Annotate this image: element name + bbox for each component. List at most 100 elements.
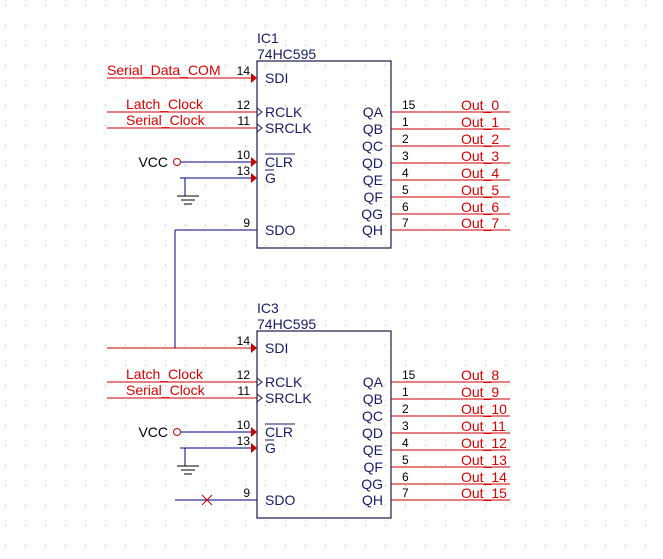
- grid-dot: [605, 145, 606, 146]
- pin-number: 15: [402, 368, 416, 382]
- grid-dot: [325, 85, 326, 86]
- grid-dot: [285, 365, 286, 366]
- grid-dot: [385, 25, 386, 26]
- grid-dot: [525, 225, 526, 226]
- input-arrow: [251, 343, 257, 353]
- grid-dot: [365, 425, 366, 426]
- grid-dot: [445, 305, 446, 306]
- grid-dot: [565, 145, 566, 146]
- grid-dot: [185, 365, 186, 366]
- grid-dot: [525, 165, 526, 166]
- grid-dot: [5, 465, 6, 466]
- grid-dot: [605, 225, 606, 226]
- grid-dot: [65, 265, 66, 266]
- grid-dot: [125, 25, 126, 26]
- grid-dot: [585, 265, 586, 266]
- vcc-label: VCC: [138, 424, 168, 440]
- grid-dot: [485, 345, 486, 346]
- grid-dot: [525, 65, 526, 66]
- grid-dot: [65, 425, 66, 426]
- grid-dot: [385, 365, 386, 366]
- grid-dot: [85, 405, 86, 406]
- grid-dot: [225, 185, 226, 186]
- grid-dot: [565, 225, 566, 226]
- grid-dot: [65, 45, 66, 46]
- grid-dot: [385, 245, 386, 246]
- grid-dot: [565, 425, 566, 426]
- grid-dot: [125, 165, 126, 166]
- net-label-output: Out_3: [461, 148, 499, 164]
- grid-dot: [145, 245, 146, 246]
- grid-dot: [245, 465, 246, 466]
- grid-dot: [305, 265, 306, 266]
- grid-dot: [265, 445, 266, 446]
- grid-dot: [105, 205, 106, 206]
- grid-dot: [605, 25, 606, 26]
- grid-dot: [485, 245, 486, 246]
- vcc-terminal: [173, 428, 181, 436]
- grid-dot: [465, 65, 466, 66]
- grid-dot: [85, 365, 86, 366]
- grid-dot: [385, 465, 386, 466]
- grid-dot: [525, 105, 526, 106]
- grid-dot: [185, 405, 186, 406]
- grid-dot: [185, 345, 186, 346]
- grid-dot: [485, 185, 486, 186]
- grid-dot: [245, 25, 246, 26]
- grid-dot: [345, 345, 346, 346]
- grid-dot: [385, 545, 386, 546]
- grid-dot: [145, 385, 146, 386]
- grid-dot: [185, 25, 186, 26]
- grid-dot: [105, 265, 106, 266]
- grid-dot: [465, 425, 466, 426]
- grid-dot: [585, 525, 586, 526]
- grid-dot: [405, 365, 406, 366]
- grid-dot: [165, 205, 166, 206]
- grid-dot: [165, 265, 166, 266]
- grid-dot: [525, 465, 526, 466]
- pin-name: QF: [364, 189, 383, 205]
- net-label-output: Out_1: [461, 114, 499, 130]
- grid-dot: [85, 465, 86, 466]
- grid-dot: [285, 325, 286, 326]
- grid-dot: [105, 465, 106, 466]
- grid-dot: [365, 65, 366, 66]
- grid-dot: [285, 505, 286, 506]
- grid-dot: [405, 285, 406, 286]
- grid-dot: [625, 205, 626, 206]
- grid-dot: [545, 225, 546, 226]
- grid-dot: [85, 285, 86, 286]
- grid-dot: [485, 5, 486, 6]
- net-label-output: Out_4: [461, 165, 499, 181]
- grid-dot: [505, 5, 506, 6]
- net-label-serial-data: Serial_Data_COM: [107, 62, 221, 78]
- grid-dot: [245, 125, 246, 126]
- grid-dot: [345, 505, 346, 506]
- grid-dot: [585, 125, 586, 126]
- grid-dot: [225, 485, 226, 486]
- grid-dot: [205, 485, 206, 486]
- grid-dot: [5, 185, 6, 186]
- grid-dot: [525, 385, 526, 386]
- grid-dot: [325, 365, 326, 366]
- clock-mark: [256, 123, 263, 133]
- grid-dot: [605, 125, 606, 126]
- net-label-latch-clock: Latch_Clock: [126, 96, 204, 112]
- grid-dot: [25, 525, 26, 526]
- pin-name: QG: [361, 476, 383, 492]
- grid-dot: [625, 465, 626, 466]
- ic-part: 74HC595: [257, 46, 316, 62]
- grid-dot: [265, 65, 266, 66]
- grid-dot: [525, 505, 526, 506]
- net-label-serial-clock: Serial_Clock: [126, 382, 206, 398]
- pin-name: SRCLK: [265, 390, 312, 406]
- grid-dot: [165, 185, 166, 186]
- grid-dot: [385, 425, 386, 426]
- grid-dot: [285, 45, 286, 46]
- grid-dot: [285, 5, 286, 6]
- grid-dot: [85, 125, 86, 126]
- grid-dot: [145, 345, 146, 346]
- grid-dot: [105, 105, 106, 106]
- grid-dot: [165, 365, 166, 366]
- grid-dot: [105, 405, 106, 406]
